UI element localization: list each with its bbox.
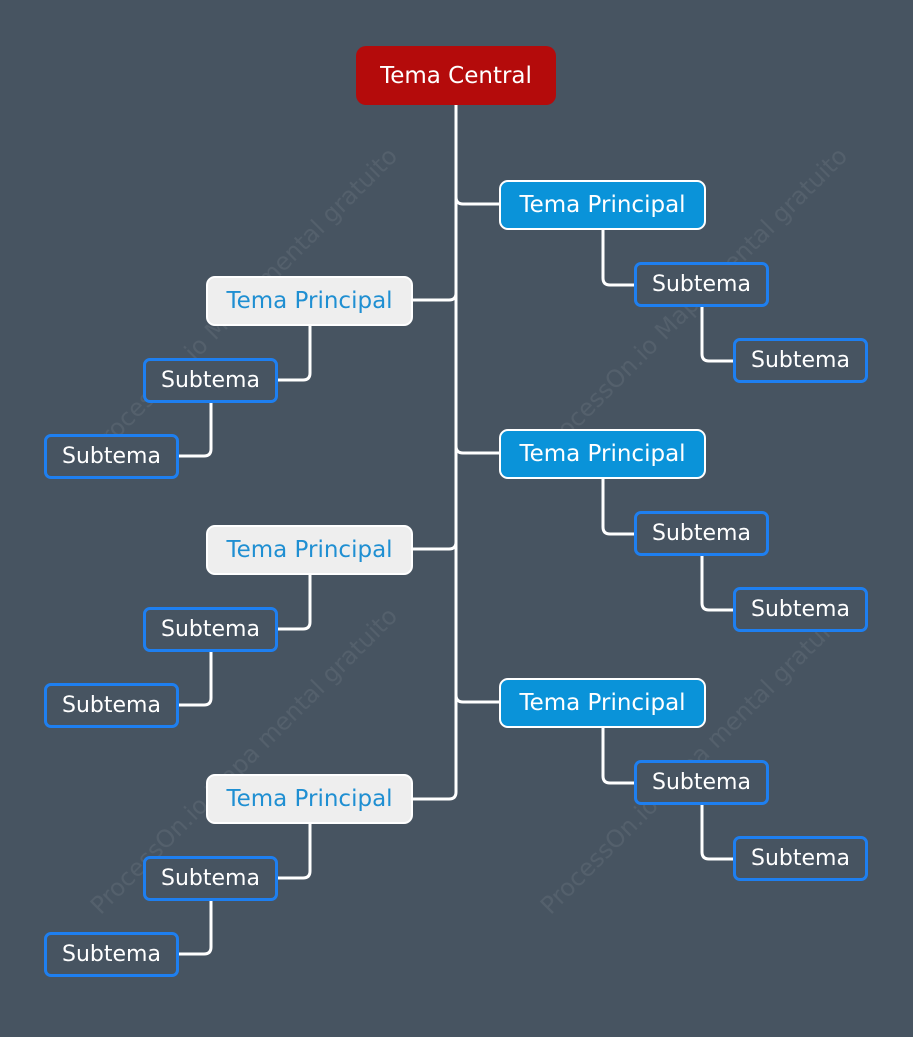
subtopic-right-3-child[interactable]: Subtema xyxy=(733,836,868,881)
main-topic-right-3[interactable]: Tema Principal xyxy=(499,678,706,728)
subtopic-left-3[interactable]: Subtema xyxy=(143,856,278,901)
sub-line xyxy=(601,476,637,536)
subtopic-right-2[interactable]: Subtema xyxy=(634,511,769,556)
subtopic-right-1-child[interactable]: Subtema xyxy=(733,338,868,383)
sub-line xyxy=(177,401,213,458)
subtopic-left-2[interactable]: Subtema xyxy=(143,607,278,652)
sub-line xyxy=(276,323,312,382)
subtopic-left-1[interactable]: Subtema xyxy=(143,358,278,403)
sub-line xyxy=(700,554,736,612)
sub-line xyxy=(276,572,312,631)
subtopic-left-2-child[interactable]: Subtema xyxy=(44,683,179,728)
main-topic-right-2[interactable]: Tema Principal xyxy=(499,429,706,479)
branch-line xyxy=(454,195,502,206)
subtopic-right-1[interactable]: Subtema xyxy=(634,262,769,307)
sub-line xyxy=(276,821,312,880)
main-topic-right-1[interactable]: Tema Principal xyxy=(499,180,706,230)
branch-line xyxy=(410,540,458,551)
central-topic[interactable]: Tema Central xyxy=(356,46,556,105)
subtopic-right-3[interactable]: Subtema xyxy=(634,760,769,805)
trunk-line xyxy=(410,103,458,801)
branch-line xyxy=(454,444,502,455)
main-topic-left-1[interactable]: Tema Principal xyxy=(206,276,413,326)
subtopic-right-2-child[interactable]: Subtema xyxy=(733,587,868,632)
sub-line xyxy=(601,227,637,287)
branch-line xyxy=(454,693,502,704)
subtopic-left-3-child[interactable]: Subtema xyxy=(44,932,179,977)
subtopic-left-1-child[interactable]: Subtema xyxy=(44,434,179,479)
main-topic-left-2[interactable]: Tema Principal xyxy=(206,525,413,575)
sub-line xyxy=(177,650,213,707)
sub-line xyxy=(601,725,637,785)
sub-line xyxy=(700,305,736,363)
sub-line xyxy=(177,899,213,956)
branch-line xyxy=(410,291,458,302)
sub-line xyxy=(700,803,736,861)
main-topic-left-3[interactable]: Tema Principal xyxy=(206,774,413,824)
